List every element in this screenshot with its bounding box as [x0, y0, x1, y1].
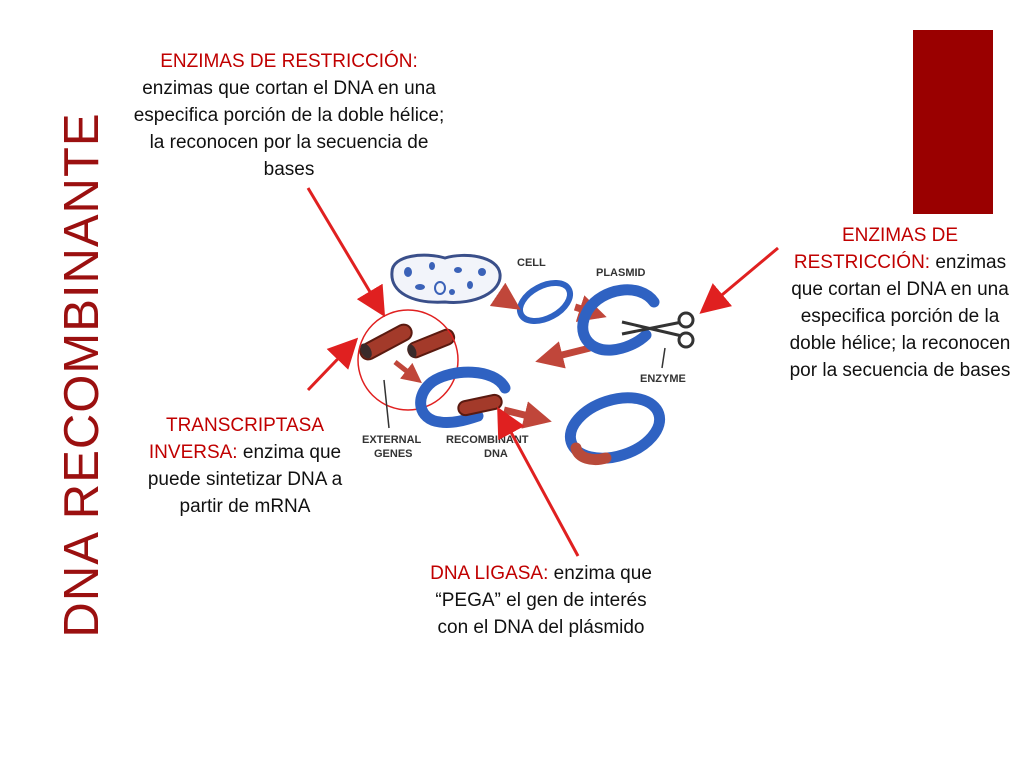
note-dna-ligase: DNA LIGASA: enzima que “PEGA” el gen de … — [425, 560, 657, 641]
flow-arrow — [489, 282, 521, 310]
label-recombinant-2: DNA — [484, 448, 508, 460]
note-restriction-enzymes-top: ENZIMAS DE RESTRICCIÓN: enzimas que cort… — [128, 48, 450, 183]
large-plasmid — [577, 284, 660, 356]
flow-arrow — [393, 360, 422, 384]
note-text: enzimas que cortan el DNA en una especif… — [789, 252, 1011, 381]
plasmid-with-insert — [415, 366, 511, 428]
enzyme-pointer — [661, 347, 666, 369]
note-text: enzima que puede sintetizar DNA a partir… — [147, 442, 343, 517]
note-reverse-transcriptase: TRANSCRIPTASA INVERSA: enzima que puede … — [132, 412, 358, 520]
flow-arrow — [503, 401, 552, 429]
note-term: ENZIMAS DE RESTRICCIÓN: — [793, 225, 959, 273]
label-plasmid: PLASMID — [596, 267, 646, 279]
note-term: DNA LIGASA: — [430, 563, 549, 584]
label-cell: CELL — [517, 257, 546, 269]
annotation-arrow-left — [306, 337, 359, 392]
note-text: enzima que “PEGA” el gen de interés con … — [435, 563, 652, 638]
note-term: TRANSCRIPTASA INVERSA: — [148, 415, 324, 463]
external-genes-pointer — [383, 379, 390, 429]
annotation-arrow-top — [306, 187, 386, 318]
scissors-icon — [621, 311, 695, 349]
cell-shape — [390, 253, 502, 304]
label-external-genes-1: EXTERNAL — [362, 434, 422, 446]
label-enzyme: ENZYME — [640, 373, 686, 385]
small-plasmid — [517, 280, 573, 324]
accent-bar — [913, 30, 993, 214]
flow-arrow — [535, 341, 591, 369]
annotation-arrow-bottom — [497, 406, 580, 557]
note-term: ENZIMAS DE RESTRICCIÓN: — [160, 51, 418, 72]
external-genes — [359, 323, 456, 361]
recombinant-plasmid — [564, 392, 666, 466]
label-external-genes-2: GENES — [374, 448, 413, 460]
annotation-arrow-right — [699, 246, 779, 314]
note-restriction-enzymes-right: ENZIMAS DE RESTRICCIÓN: enzimas que cort… — [783, 222, 1017, 384]
note-text: enzimas que cortan el DNA en una especif… — [133, 78, 445, 180]
